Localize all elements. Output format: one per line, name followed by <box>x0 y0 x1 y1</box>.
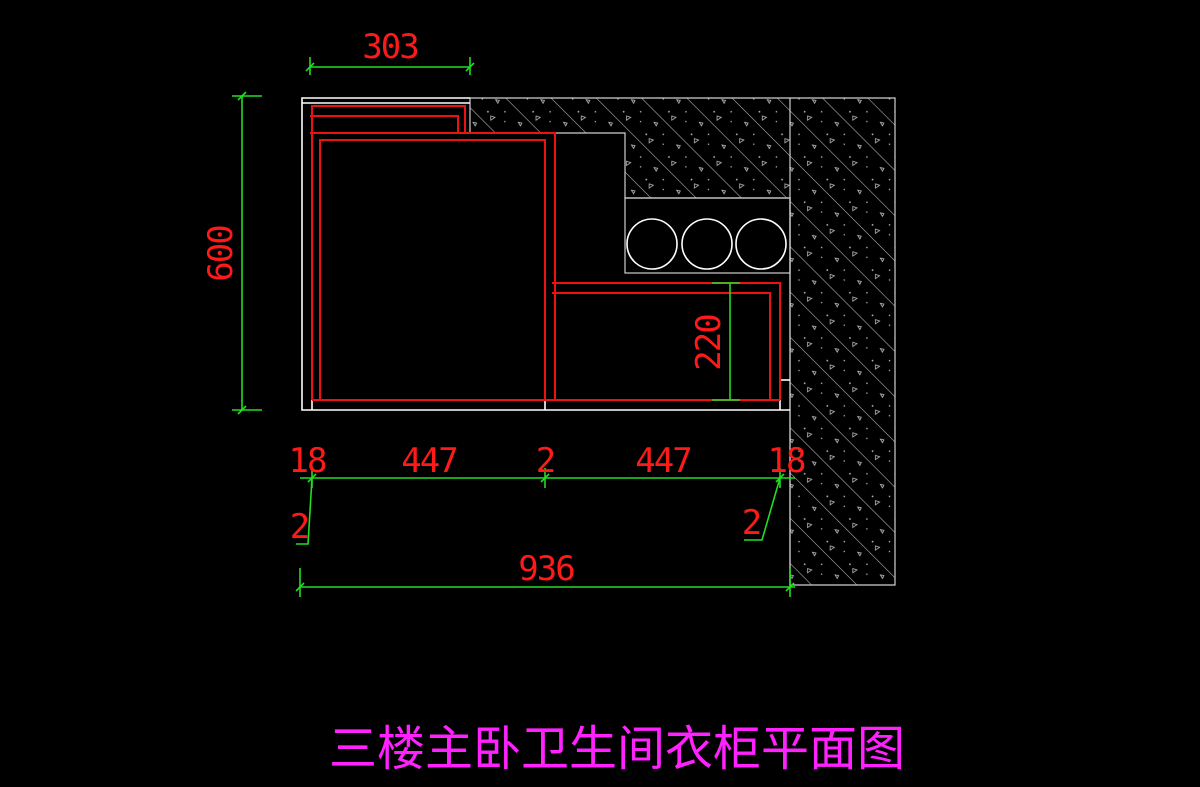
dim-inner-depth: 220 <box>689 315 729 371</box>
dim-middle-divider: 2 <box>536 441 556 481</box>
dim-right-gap: 2 <box>742 503 762 543</box>
dim-height: 600 <box>201 226 241 282</box>
pipe-3 <box>735 218 787 270</box>
wardrobe-cabinet <box>310 105 781 401</box>
pipe-1 <box>626 218 678 270</box>
dim-top-width: 303 <box>362 27 417 67</box>
dim-right-bay: 447 <box>635 441 690 481</box>
pipe-2 <box>681 218 733 270</box>
height-dimension: 600 <box>201 91 262 415</box>
dim-left-bay: 447 <box>401 441 456 481</box>
gap-callouts: 2 2 <box>290 477 781 547</box>
dim-total-width: 936 <box>518 549 574 589</box>
pipe-chase <box>624 197 791 274</box>
concrete-wall <box>469 97 896 586</box>
chain-dimension: 18 447 2 447 18 <box>289 441 807 488</box>
inner-depth-dimension: 220 <box>689 282 740 401</box>
drawing-title: 三楼主卧卫生间衣柜平面图 <box>329 721 905 777</box>
dim-left-side: 18 <box>289 441 326 481</box>
dim-left-gap: 2 <box>290 507 310 547</box>
dim-right-side: 18 <box>768 441 805 481</box>
total-width-dimension: 936 <box>295 549 795 597</box>
top-width-dimension: 303 <box>305 27 475 75</box>
